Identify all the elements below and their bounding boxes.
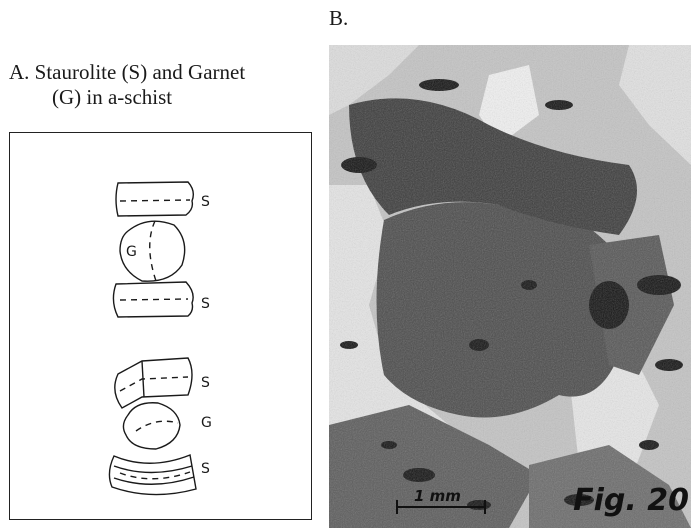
garnet-internal-line-2 — [136, 421, 178, 431]
label-g-1: G — [126, 244, 137, 260]
staurolite-crystal-1 — [116, 182, 193, 216]
sketch-frame: S G S S G S — [9, 132, 312, 520]
caption-line-2: (G) in a-schist — [9, 85, 245, 110]
micrograph-photo: 1 mm Fig. 20 — [329, 45, 691, 528]
cleavage-line-2 — [120, 299, 188, 300]
scale-bar-label: 1 mm — [414, 487, 461, 505]
label-s-2: S — [201, 296, 210, 312]
label-g-2: G — [201, 415, 212, 431]
panel-b-label: B. — [329, 6, 348, 31]
panel-a-caption: A. Staurolite (S) and Garnet (G) in a-sc… — [9, 60, 245, 110]
staurolite-4-inner-line-1 — [114, 466, 192, 473]
label-s-4: S — [201, 461, 210, 477]
sketch-drawing: S G S S G S — [10, 133, 310, 518]
caption-line-1: A. Staurolite (S) and Garnet — [9, 60, 245, 85]
garnet-crystal-2 — [123, 403, 180, 449]
label-s-1: S — [201, 194, 210, 210]
staurolite-crystal-3 — [115, 358, 192, 408]
cleavage-line-3 — [120, 377, 188, 391]
cleavage-line-1 — [120, 200, 190, 201]
staurolite-crystal-4 — [109, 455, 196, 495]
micrograph-texture: 1 mm — [329, 45, 691, 528]
label-s-3: S — [201, 375, 210, 391]
garnet-internal-line-1 — [150, 221, 156, 281]
figure-number: Fig. 20 — [573, 483, 689, 518]
